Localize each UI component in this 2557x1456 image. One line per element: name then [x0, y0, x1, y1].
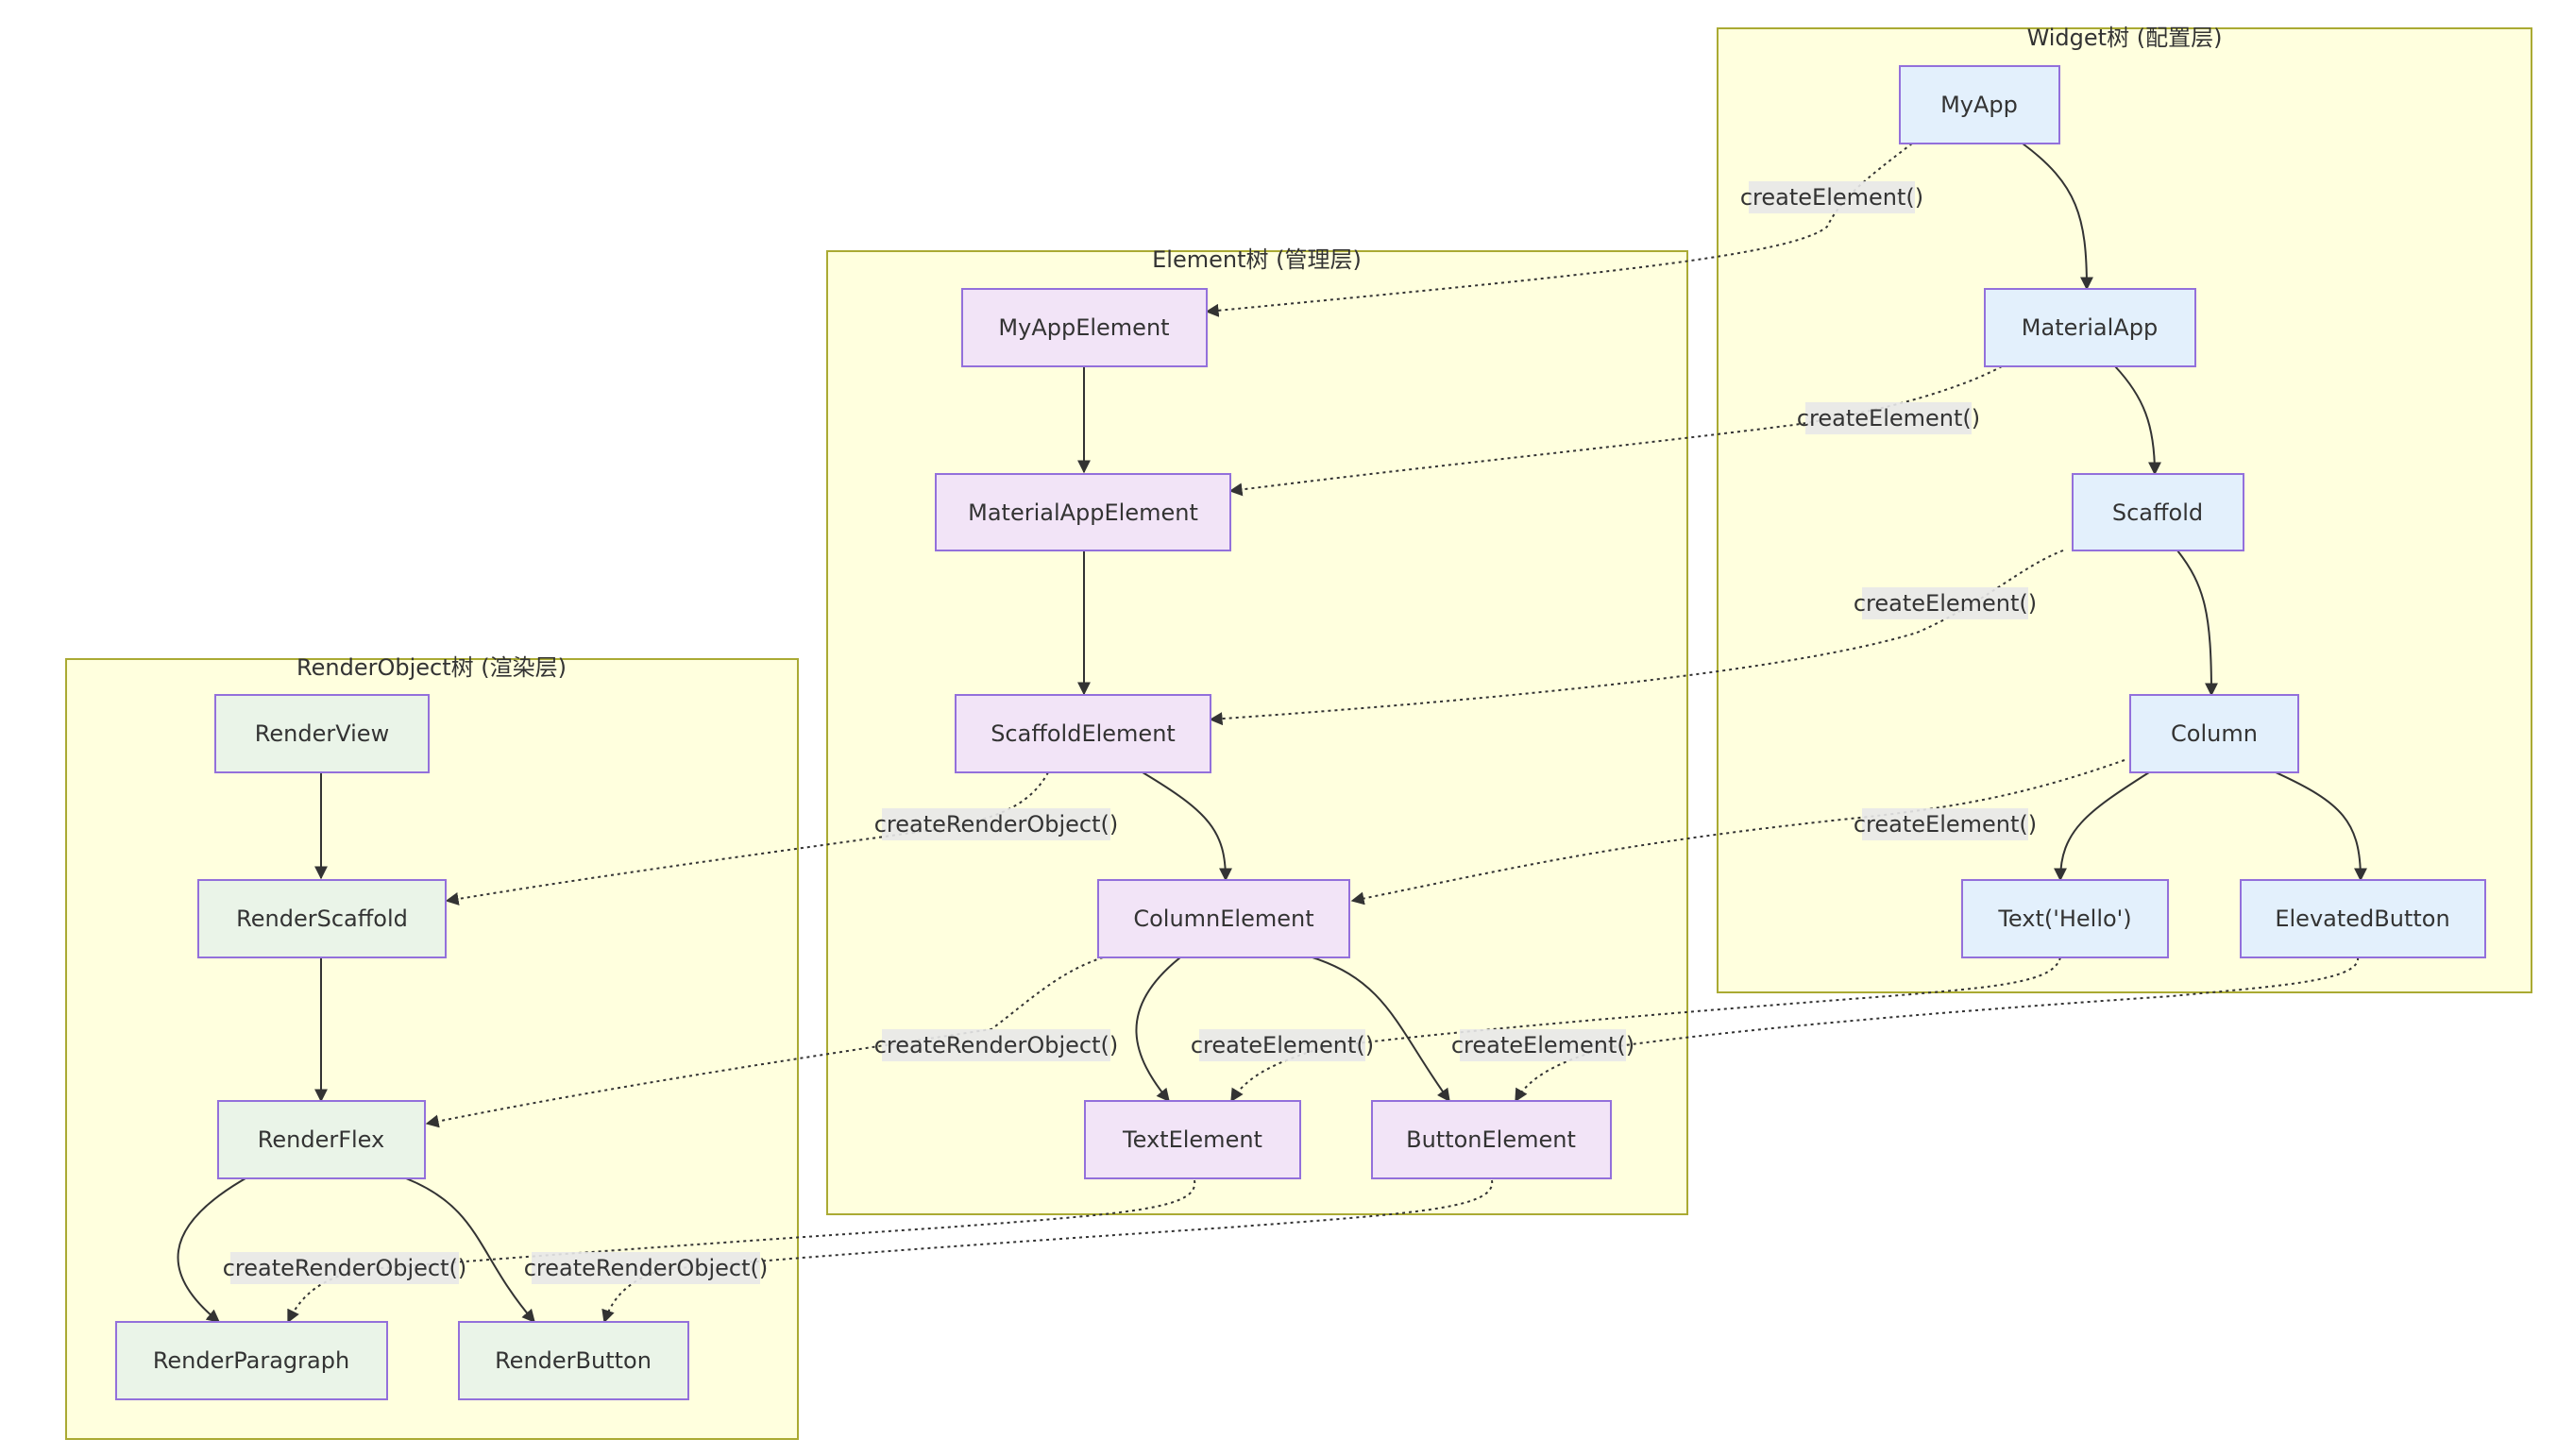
- node-materialappelement: MaterialAppElement: [935, 473, 1231, 551]
- node-column: Column: [2129, 694, 2299, 773]
- svg-text:createRenderObject(): createRenderObject(): [874, 1032, 1119, 1058]
- svg-text:createElement(): createElement(): [1854, 811, 2037, 838]
- node-renderflex: RenderFlex: [217, 1100, 426, 1179]
- svg-text:createElement(): createElement(): [1740, 184, 1923, 211]
- edge-materialapp-scaffold: [2114, 365, 2161, 476]
- svg-text:RenderParagraph: RenderParagraph: [153, 1347, 349, 1374]
- edge-scaffoldelement-columnelement: [1142, 771, 1232, 882]
- svg-text:Scaffold: Scaffold: [2112, 499, 2203, 526]
- node-renderscaffold: RenderScaffold: [197, 879, 447, 958]
- edge-column-columnelement: [1350, 759, 2125, 906]
- edge-myapp-myappelement: [1205, 143, 1913, 317]
- svg-text:MaterialApp: MaterialApp: [2022, 314, 2158, 341]
- render-tree-cluster: RenderObject树 (渲染层): [65, 654, 799, 1440]
- svg-text:createElement(): createElement(): [1854, 590, 2037, 617]
- svg-text:createElement(): createElement(): [1797, 405, 1980, 432]
- edge-renderflex-renderbutton: [405, 1177, 535, 1324]
- edge-label-buttonelement-renderbutton: createRenderObject(): [524, 1252, 769, 1284]
- node-scaffoldelement: ScaffoldElement: [955, 694, 1211, 773]
- edge-columnelement-buttonelement: [1312, 957, 1450, 1103]
- svg-text:createRenderObject(): createRenderObject(): [223, 1255, 467, 1281]
- node-renderparagraph: RenderParagraph: [115, 1321, 388, 1400]
- svg-text:Column: Column: [2171, 720, 2258, 747]
- node-myapp: MyApp: [1899, 65, 2060, 144]
- node-elevatedbutton: ElevatedButton: [2240, 879, 2486, 958]
- edge-label-materialapp-materialappelement: createElement(): [1797, 402, 1980, 434]
- svg-text:ElevatedButton: ElevatedButton: [2275, 906, 2449, 932]
- element-tree-title: Element树 (管理层): [1152, 246, 1362, 273]
- node-columnelement: ColumnElement: [1097, 879, 1350, 958]
- node-scaffold: Scaffold: [2072, 473, 2244, 551]
- edge-myapp-materialapp: [2022, 143, 2093, 291]
- edge-column-text: [2054, 771, 2150, 882]
- edge-label-scaffoldelement-renderscaffold: createRenderObject(): [874, 808, 1119, 840]
- svg-text:TextElement: TextElement: [1122, 1126, 1262, 1153]
- widget-tree-edges: [2022, 143, 2367, 882]
- svg-text:createElement(): createElement(): [1451, 1032, 1634, 1058]
- node-myappelement: MyAppElement: [961, 288, 1208, 367]
- edge-label-column-columnelement: createElement(): [1854, 808, 2037, 840]
- svg-text:createRenderObject(): createRenderObject(): [524, 1255, 769, 1281]
- edge-label-scaffold-scaffoldelement: createElement(): [1854, 587, 2037, 619]
- edge-scaffoldelement-renderscaffold: [445, 771, 1049, 906]
- svg-text:ButtonElement: ButtonElement: [1406, 1126, 1576, 1153]
- svg-text:Text('Hello'): Text('Hello'): [1997, 906, 2131, 932]
- svg-text:RenderFlex: RenderFlex: [258, 1126, 384, 1153]
- svg-text:createElement(): createElement(): [1191, 1032, 1374, 1058]
- edge-columnelement-textelement: [1135, 957, 1181, 1103]
- svg-text:RenderView: RenderView: [255, 720, 389, 747]
- svg-text:MyApp: MyApp: [1940, 92, 2018, 118]
- edge-label-elevatedbutton-buttonelement: createElement(): [1451, 1029, 1634, 1061]
- node-buttonelement: ButtonElement: [1371, 1100, 1612, 1179]
- edge-label-myapp-myappelement: createElement(): [1740, 181, 1923, 213]
- edge-label-text-textelement: createElement(): [1191, 1029, 1374, 1061]
- edge-column-elevatedbutton: [2275, 771, 2367, 882]
- svg-text:MaterialAppElement: MaterialAppElement: [968, 499, 1198, 526]
- node-materialapp: MaterialApp: [1984, 288, 2196, 367]
- edge-label-columnelement-renderflex: createRenderObject(): [874, 1029, 1119, 1061]
- element-tree-edges: [1077, 366, 1450, 1103]
- edge-scaffold-column: [2176, 550, 2218, 697]
- svg-text:MyAppElement: MyAppElement: [998, 314, 1169, 341]
- edge-label-textelement-renderparagraph: createRenderObject(): [223, 1252, 467, 1284]
- edge-renderflex-renderparagraph: [177, 1177, 246, 1323]
- edge-columnelement-renderflex: [425, 957, 1104, 1128]
- svg-text:ScaffoldElement: ScaffoldElement: [991, 720, 1176, 747]
- svg-text:RenderScaffold: RenderScaffold: [236, 906, 408, 932]
- svg-text:createRenderObject(): createRenderObject(): [874, 811, 1119, 838]
- svg-text:ColumnElement: ColumnElement: [1133, 906, 1313, 932]
- render-tree-edges: [177, 772, 535, 1324]
- node-text-hello: Text('Hello'): [1961, 879, 2169, 958]
- node-renderbutton: RenderButton: [458, 1321, 689, 1400]
- node-renderview: RenderView: [214, 694, 430, 773]
- node-textelement: TextElement: [1084, 1100, 1301, 1179]
- widget-tree-title: Widget树 (配置层): [2027, 25, 2223, 51]
- create-render-object-edges: [287, 771, 1494, 1324]
- svg-text:RenderButton: RenderButton: [495, 1347, 652, 1374]
- render-tree-title: RenderObject树 (渲染层): [296, 654, 567, 681]
